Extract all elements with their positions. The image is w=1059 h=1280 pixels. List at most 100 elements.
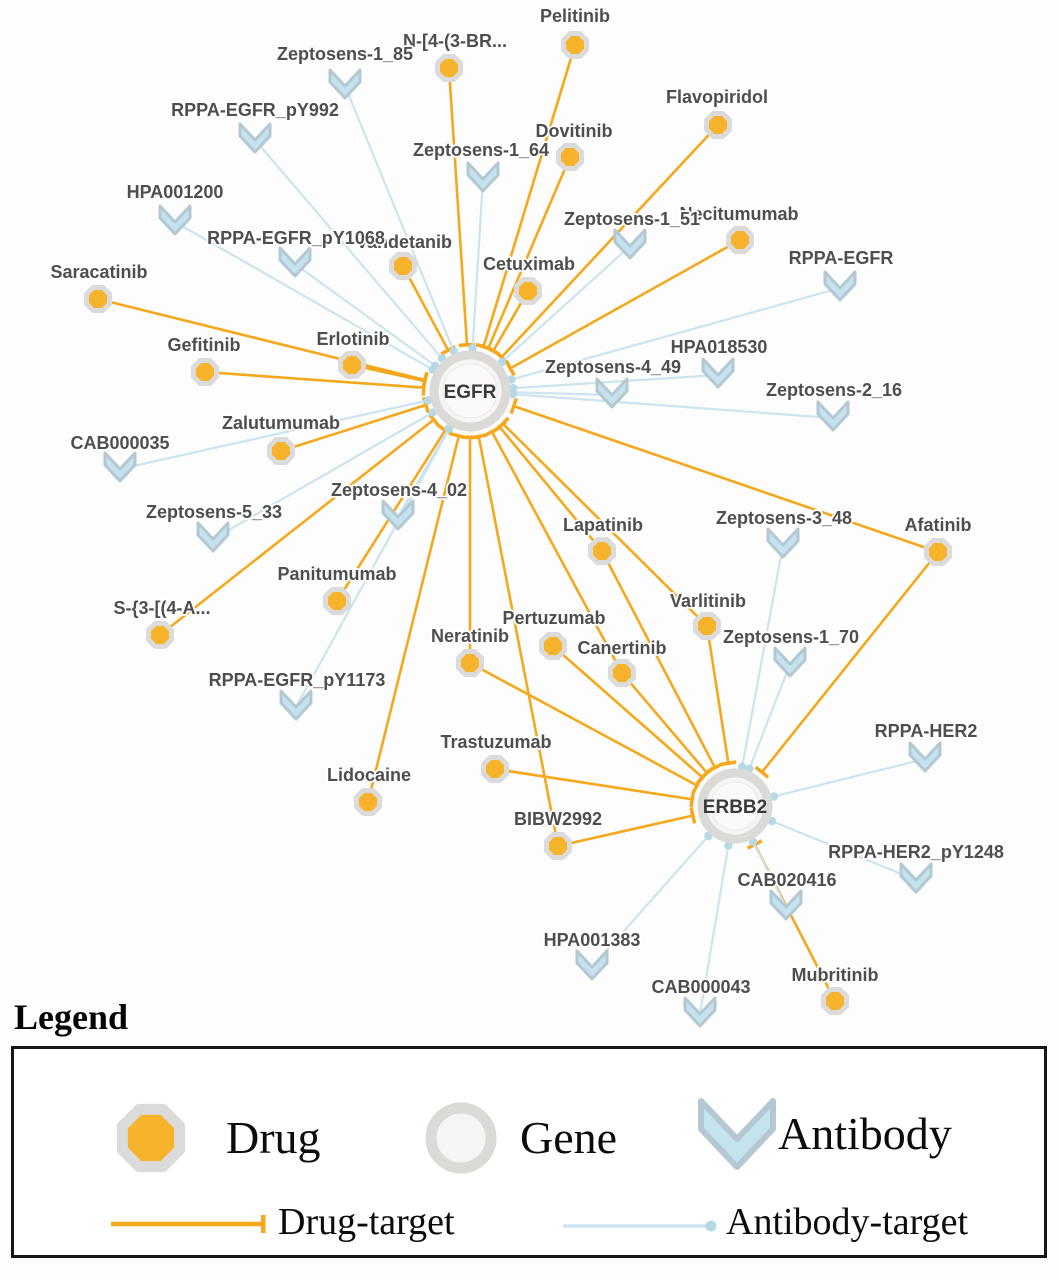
antibody-target-edge xyxy=(745,663,792,773)
gene-node-label: ERBB2 xyxy=(703,797,767,818)
antibody-target-edge xyxy=(769,757,926,801)
drug-target-edge xyxy=(366,432,468,803)
labels-layer: EGFRERBB2PelitinibN-[4-(3-BR...Dovitinib… xyxy=(49,4,1006,999)
antibody-node-label: Zeptosens-1_64 xyxy=(413,140,549,160)
antibody-node xyxy=(773,646,807,678)
antibody-node-label: RPPA-HER2 xyxy=(875,721,978,741)
antibody-node xyxy=(196,521,230,553)
antibody-node-label: CAB000035 xyxy=(70,433,169,453)
drug-target-edge xyxy=(480,156,572,354)
drug-node-label: Panitumumab xyxy=(277,564,396,584)
antibody-target-edge xyxy=(738,544,785,771)
antibody-node-label: HPA001383 xyxy=(544,930,641,950)
antibody-target-edge xyxy=(508,373,719,393)
drug-node xyxy=(544,832,572,860)
antibody-target-edge xyxy=(174,221,437,374)
antibody-node-label: HPA001200 xyxy=(127,182,224,202)
antibody-node-label: Zeptosens-2_16 xyxy=(766,380,902,400)
drug-node-label: Gefitinib xyxy=(168,335,241,355)
drug-node-label: Lidocaine xyxy=(327,765,411,785)
antibody-node xyxy=(328,68,362,100)
drug-node xyxy=(354,788,382,816)
legend-drug-target-label: Drug-target xyxy=(278,1201,455,1243)
drug-node xyxy=(514,277,542,305)
antibody-node xyxy=(769,889,803,921)
edges-layer xyxy=(97,44,940,1015)
antibody-node-label: HPA018530 xyxy=(671,337,768,357)
antibody-node xyxy=(278,246,312,278)
antibody-node xyxy=(575,949,609,981)
antibody-node xyxy=(279,689,313,721)
drug-node xyxy=(726,226,754,254)
antibody-target-edge xyxy=(497,245,631,367)
antibody-node-label: Zeptosens-5_33 xyxy=(146,502,282,522)
antibody-node-label: CAB000043 xyxy=(651,977,750,997)
drug-node xyxy=(146,621,174,649)
drug-node-label: Saracatinib xyxy=(50,262,147,282)
antibody-node-label: Zeptosens-4_49 xyxy=(545,357,681,377)
drug-node-label: Neratinib xyxy=(431,626,509,646)
drug-target-edge-icon xyxy=(111,1215,266,1233)
legend-drug-label: Drug xyxy=(226,1112,321,1163)
drug-node-label: BIBW2992 xyxy=(514,809,602,829)
drug-target-edge xyxy=(469,661,703,794)
drug-target-edge xyxy=(204,370,427,396)
antibody-node xyxy=(381,499,415,531)
drug-node-label: Varlitinib xyxy=(670,591,746,611)
antibody-target-edge xyxy=(508,390,834,420)
antibody-node xyxy=(613,228,647,260)
antibody-node xyxy=(466,161,500,193)
drug-target-edge xyxy=(484,426,624,674)
legend-gene-label: Gene xyxy=(520,1112,618,1163)
antibody-node xyxy=(158,204,192,236)
drug-node-label: Canertinib xyxy=(577,638,666,658)
drug-target-edge xyxy=(496,416,708,627)
antibody-target-edge xyxy=(295,424,454,708)
drug-node xyxy=(608,659,636,687)
drug-target-edge xyxy=(492,420,604,552)
drug-target-edge xyxy=(557,807,697,848)
antibody-target-edge xyxy=(767,816,917,882)
antibody-node-label: Zeptosens-1_85 xyxy=(277,44,413,64)
gene-circle-icon xyxy=(425,1102,497,1174)
drug-node-label: Pelitinib xyxy=(540,6,610,26)
antibody-node-label: RPPA-HER2_pY1248 xyxy=(828,842,1004,862)
drug-node-label: Zalutumumab xyxy=(222,413,340,433)
antibody-node xyxy=(908,741,942,773)
drug-node-label: Mubritinib xyxy=(792,965,879,985)
antibody-node xyxy=(823,270,857,302)
antibody-node-label: RPPA-EGFR_pY1068 xyxy=(207,228,385,248)
antibody-target-edge xyxy=(507,286,841,384)
drug-target-edge xyxy=(447,67,476,348)
antibody-node-label: CAB020416 xyxy=(737,870,836,890)
antibody-target-edge xyxy=(212,408,437,540)
drug-target-edge xyxy=(494,124,719,364)
antibody-node xyxy=(683,996,717,1028)
antibody-node xyxy=(701,357,735,389)
antibody-target-edge xyxy=(343,85,458,356)
drug-octagon-icon xyxy=(116,1103,186,1173)
drug-target-edge xyxy=(159,412,441,637)
drug-target-edge xyxy=(504,238,741,377)
antibody-target-edge xyxy=(591,831,713,968)
antibody-target-edge xyxy=(468,178,485,353)
drug-node xyxy=(924,538,952,566)
drug-node-label: Dovitinib xyxy=(536,121,613,141)
drug-node-label: Trastuzumab xyxy=(440,732,551,752)
drug-node-label: Vandetanib xyxy=(356,232,452,252)
gene-node-label: EGFR xyxy=(444,382,497,403)
drug-node xyxy=(338,351,366,379)
antibody-target-edge xyxy=(508,388,613,397)
gene-node xyxy=(429,350,511,432)
antibody-node xyxy=(816,400,850,432)
drug-node xyxy=(84,285,112,313)
drug-target-edge xyxy=(401,265,457,356)
drug-node-label: Lapatinib xyxy=(563,515,643,535)
drug-target-edge xyxy=(280,396,431,453)
drug-target-edge xyxy=(621,672,715,780)
drug-target-edge xyxy=(97,297,429,389)
drug-node xyxy=(435,54,463,82)
drug-node-label: S-{3-[(4-A... xyxy=(113,598,210,618)
drug-node-label: Flavopiridol xyxy=(666,87,768,107)
